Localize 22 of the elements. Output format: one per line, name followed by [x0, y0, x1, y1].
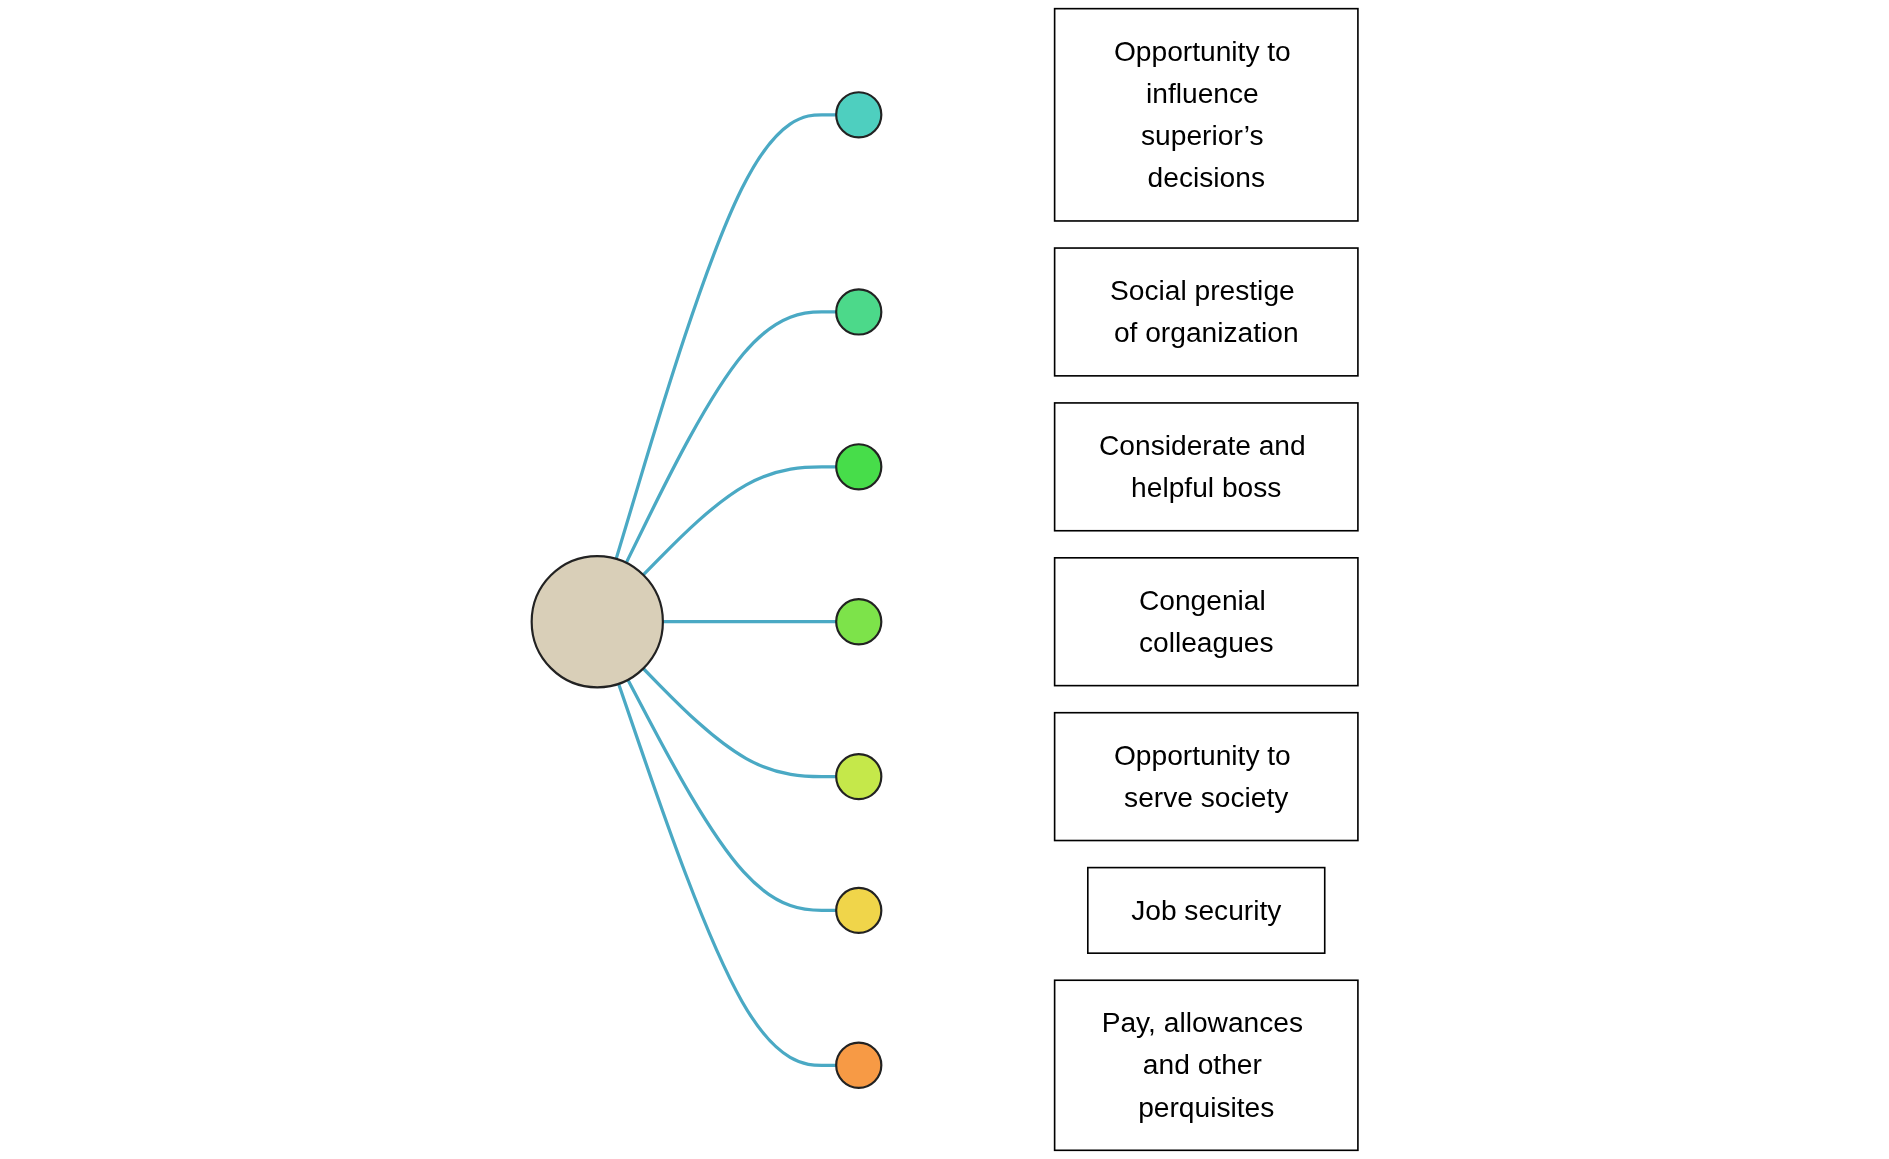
node-box: Opportunity to serve society	[1053, 711, 1359, 842]
node-box: Job security	[1086, 866, 1326, 954]
connector	[624, 310, 836, 564]
node-circle	[834, 288, 883, 336]
node-circle	[834, 91, 883, 139]
node-box: Congenial colleagues	[1053, 557, 1359, 687]
connector	[614, 113, 836, 560]
node-box: Pay, allowances and other perquisites	[1053, 979, 1359, 1152]
node-circle	[834, 443, 883, 491]
connector	[662, 620, 836, 624]
connector	[626, 679, 836, 913]
node-circle	[834, 886, 883, 935]
connector	[641, 667, 836, 779]
node-box: Considerate and helpful boss	[1053, 402, 1359, 532]
connector	[616, 683, 836, 1067]
node-circle	[834, 1041, 883, 1089]
node-box: Opportunity to influence superior’s decisions	[1053, 7, 1359, 222]
node-circle	[834, 752, 883, 801]
node-box: Social prestige of organization	[1053, 247, 1359, 377]
connector	[641, 465, 836, 577]
node-circle	[530, 555, 664, 689]
node-circle	[834, 598, 883, 646]
